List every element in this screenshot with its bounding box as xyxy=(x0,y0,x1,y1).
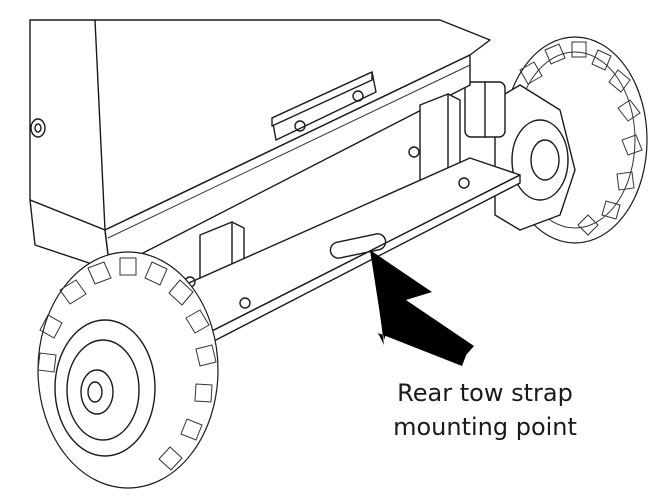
pointer-arrow xyxy=(370,250,474,366)
callout-line-1: Rear tow strap xyxy=(397,379,573,407)
right-wheel xyxy=(464,36,648,244)
cart-box xyxy=(29,19,491,271)
callout-line-2: mounting point xyxy=(393,413,577,441)
tow-strap-callout: Rear tow strap mounting point xyxy=(360,376,610,444)
side-knob xyxy=(30,118,46,138)
box-bracket xyxy=(271,71,377,141)
left-wheel xyxy=(37,251,219,489)
